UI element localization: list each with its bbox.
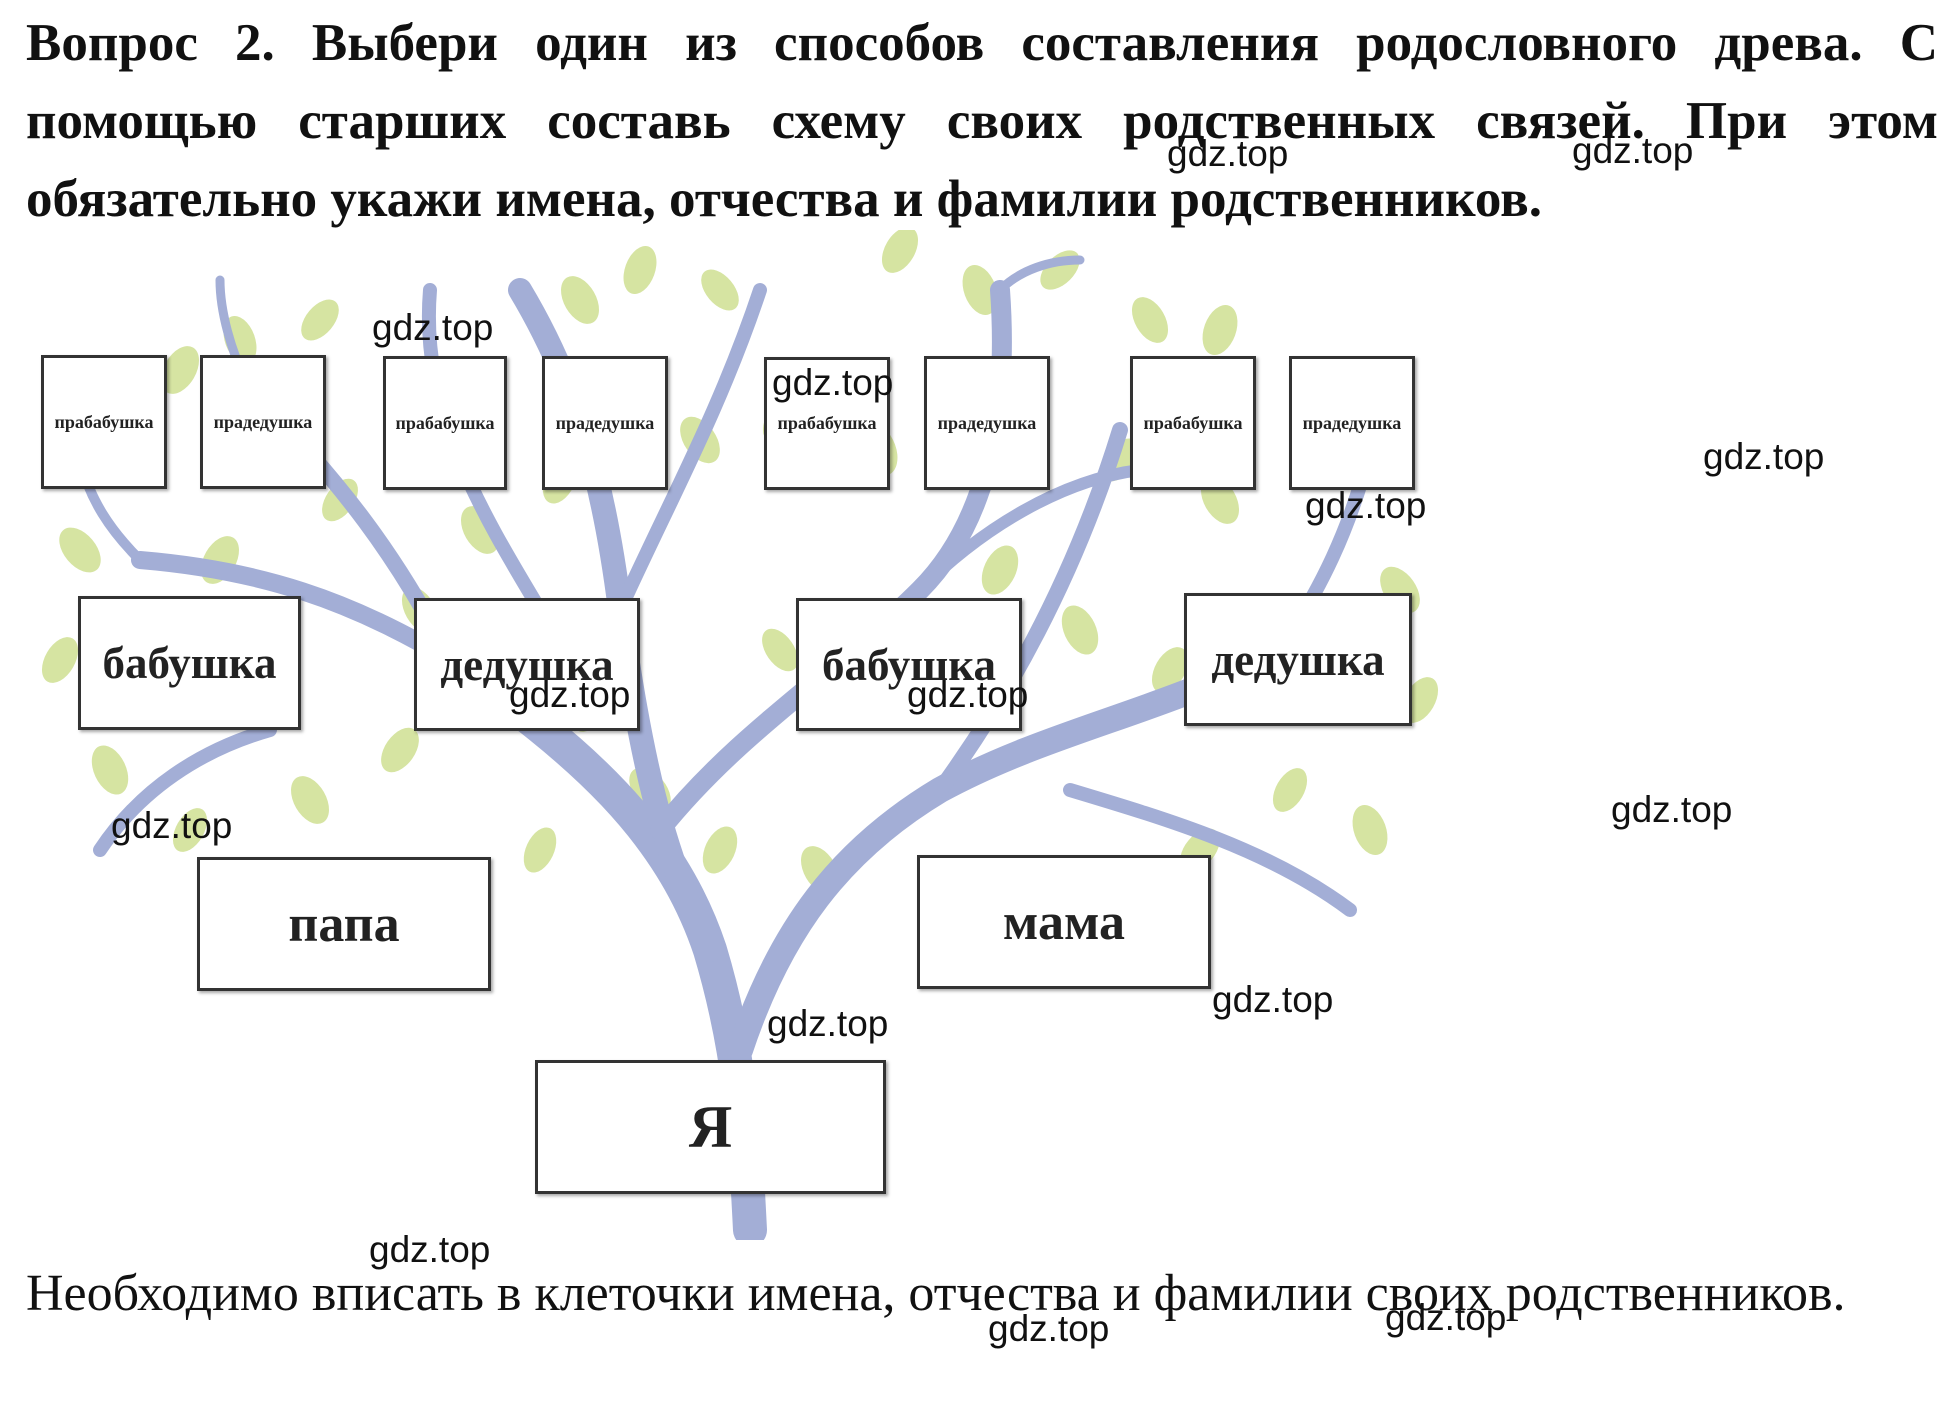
- watermark: gdz.top: [1703, 436, 1825, 477]
- grandparent-box: бабушка: [78, 596, 301, 730]
- great-grandparent-box: прабабушка: [383, 356, 507, 490]
- watermark: gdz.top: [372, 307, 494, 348]
- watermark: gdz.top: [1167, 133, 1289, 174]
- great-grandparent-box: прабабушка: [1130, 356, 1256, 490]
- watermark: gdz.top: [988, 1308, 1110, 1349]
- watermark: gdz.top: [369, 1229, 491, 1270]
- watermark: gdz.top: [1385, 1297, 1507, 1338]
- watermark: gdz.top: [767, 1003, 889, 1044]
- great-grandparent-box: прадедушка: [924, 356, 1050, 490]
- great-grandparent-box: прадедушка: [1289, 356, 1415, 490]
- family-tree: прабабушка прадедушка прабабушка прадеду…: [20, 230, 1460, 1240]
- great-grandparent-box: прадедушка: [200, 355, 326, 489]
- grandparent-box: дедушка: [414, 598, 640, 731]
- great-grandparent-box: прабабушка: [41, 355, 167, 489]
- watermark: gdz.top: [1611, 789, 1733, 830]
- parent-box-mom: мама: [917, 855, 1211, 989]
- grandparent-box: дедушка: [1184, 593, 1412, 726]
- watermark: gdz.top: [772, 362, 894, 403]
- parent-box-dad: папа: [197, 857, 491, 991]
- great-grandparent-box: прабабушка: [764, 357, 890, 490]
- watermark: gdz.top: [509, 674, 631, 715]
- watermark: gdz.top: [1212, 979, 1334, 1020]
- watermark: gdz.top: [1305, 485, 1427, 526]
- me-box: Я: [535, 1060, 886, 1194]
- great-grandparent-box: прадедушка: [542, 356, 668, 490]
- watermark: gdz.top: [111, 805, 233, 846]
- watermark: gdz.top: [1572, 130, 1694, 171]
- watermark: gdz.top: [907, 674, 1029, 715]
- question-text: Вопрос 2. Выбери один из способов состав…: [26, 14, 1938, 228]
- answer-text: Необходимо вписать в клеточки имена, отч…: [26, 1265, 1846, 1322]
- grandparent-box: бабушка: [796, 598, 1022, 731]
